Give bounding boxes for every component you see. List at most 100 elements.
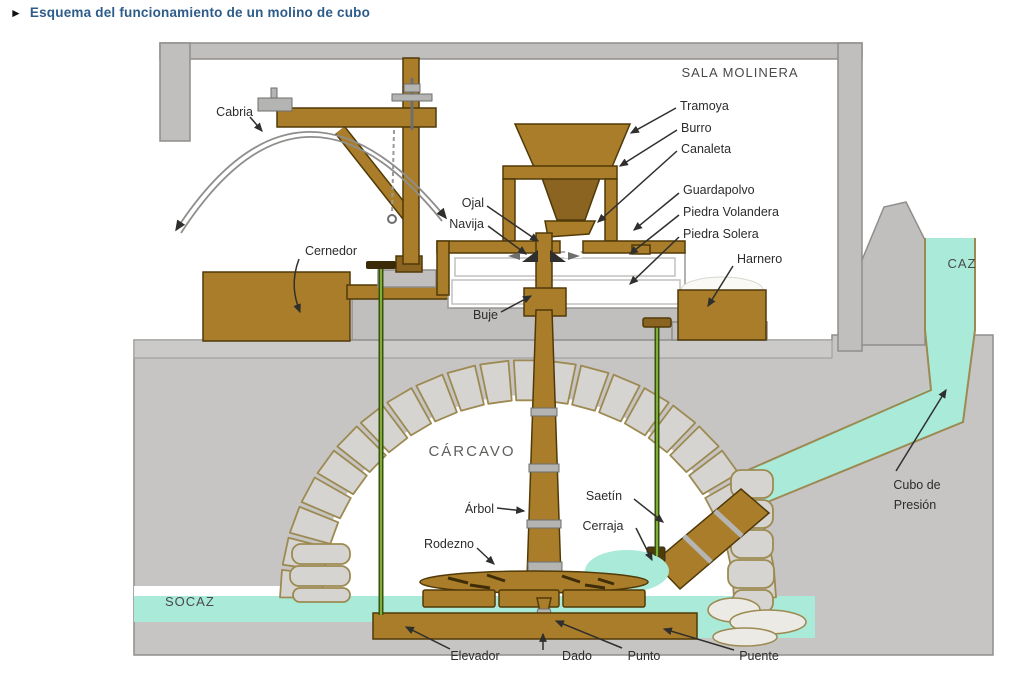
crane-chain <box>391 129 395 215</box>
canaleta-arrow <box>597 150 678 223</box>
cerraja-arrow <box>635 527 653 562</box>
inner-funnel <box>540 177 602 221</box>
carcavo-label: CÁRCAVO <box>428 443 515 460</box>
tramoya-hopper <box>513 123 632 168</box>
tramoya-arrow <box>629 107 677 134</box>
navija-arrow <box>487 225 528 255</box>
sala-floor-slab <box>133 339 833 359</box>
shaft-band <box>528 463 560 473</box>
navija-label: Navija <box>449 217 484 231</box>
chute-hoop <box>682 534 713 564</box>
piedra-solera-label: Piedra Solera <box>683 227 759 241</box>
cubo-presion-label-line2: Presión <box>894 498 936 512</box>
dado-label: Dado <box>562 649 592 663</box>
cernedor-arrow <box>293 258 301 314</box>
burro-label: Burro <box>681 121 712 135</box>
ojal-arrow <box>486 205 540 242</box>
buje-arrow <box>500 295 533 313</box>
piedra-volandera-arrow <box>628 214 680 255</box>
channel-edge-left <box>747 238 933 471</box>
cernedor-label: Cernedor <box>305 244 357 258</box>
arch-stone <box>415 373 458 423</box>
label-arrows <box>249 107 947 651</box>
saetin-label: Saetín <box>586 489 622 503</box>
caz-label: CAZ <box>948 256 977 271</box>
tramoya-label: Tramoya <box>680 99 729 113</box>
arch-stone <box>288 505 340 545</box>
shaft-band <box>530 407 558 417</box>
navija-wing <box>508 252 520 260</box>
section-header[interactable]: ► Esquema del funcionamiento de un molin… <box>10 5 370 20</box>
room-top-wall <box>159 42 863 60</box>
room-right-wall <box>837 42 863 352</box>
cernedor-box <box>202 271 351 342</box>
crane-beam <box>276 107 437 128</box>
burro-arrow <box>618 129 678 167</box>
harnero-label: Harnero <box>737 252 782 266</box>
pool-stone <box>712 627 778 647</box>
footing-stone <box>292 587 351 603</box>
screw-wingnut <box>403 83 421 93</box>
left-footing-stones <box>289 543 351 603</box>
harnero-box <box>677 289 767 341</box>
harnero-arrow <box>707 265 734 308</box>
buje-label: Buje <box>473 308 498 322</box>
guardapolvo-label: Guardapolvo <box>683 183 755 197</box>
canaleta-spout <box>544 220 597 238</box>
arch-stone <box>669 425 720 474</box>
chute-hoop <box>713 509 744 538</box>
burro-frame-bar <box>502 165 618 180</box>
swing-arc <box>175 131 447 232</box>
arbol-label: Árbol <box>465 501 494 516</box>
page-title: Esquema del funcionamiento de un molino … <box>29 5 371 20</box>
beam-end-bracket <box>257 97 293 112</box>
cubo-presion-arrow <box>895 388 947 472</box>
wheel-rim-block <box>422 589 496 608</box>
cubo-tower <box>856 201 926 346</box>
punto-label: Punto <box>628 649 661 663</box>
navija-iron <box>550 250 566 262</box>
cabria-label: Cabria <box>216 105 253 119</box>
piedra-volandera-label: Piedra Volandera <box>683 205 779 219</box>
channel-edge-right <box>764 238 976 504</box>
crane-hook <box>387 214 397 224</box>
puente-label: Puente <box>739 649 779 663</box>
cabria-arrow <box>249 116 263 132</box>
puente-arrow <box>662 627 735 651</box>
saetin-arrow <box>633 498 665 523</box>
arch-stone <box>647 404 697 454</box>
shaft-band <box>526 519 562 529</box>
footing-stone <box>291 543 351 565</box>
arch-stone <box>446 364 485 412</box>
pool-stones <box>707 597 807 647</box>
arch-stone <box>571 364 610 412</box>
crane-brace <box>336 126 415 224</box>
arch-stone <box>300 476 352 520</box>
cerraja-label: Cerraja <box>583 519 624 533</box>
canaleta-label: Canaleta <box>681 142 731 156</box>
expand-triangle-icon: ► <box>10 5 22 20</box>
navija-iron <box>522 250 538 262</box>
channel-bed <box>134 586 324 598</box>
caz-sloped-channel <box>748 388 963 503</box>
shaft-band <box>527 561 563 572</box>
arch-stone <box>386 387 433 437</box>
elevador-handle <box>366 261 396 269</box>
socaz-label: SOCAZ <box>165 594 215 609</box>
carcavo-cavity <box>316 395 740 600</box>
arch-stone <box>479 359 513 405</box>
elevador-label: Elevador <box>450 649 499 663</box>
screw-crossbar <box>391 93 433 102</box>
punto-arrow <box>554 620 623 649</box>
rodezno-arrow <box>476 547 495 565</box>
piedra-solera-arrow <box>629 236 680 285</box>
guardapolvo-arrow <box>632 192 680 231</box>
caz-vertical-channel <box>925 238 975 422</box>
puente-beam <box>372 612 698 640</box>
burro-left-leg <box>502 178 516 242</box>
footing-stone <box>727 559 775 589</box>
navija-wing <box>568 252 580 260</box>
arch-stone <box>598 373 641 423</box>
room-label: SALA MOLINERA <box>681 65 798 80</box>
